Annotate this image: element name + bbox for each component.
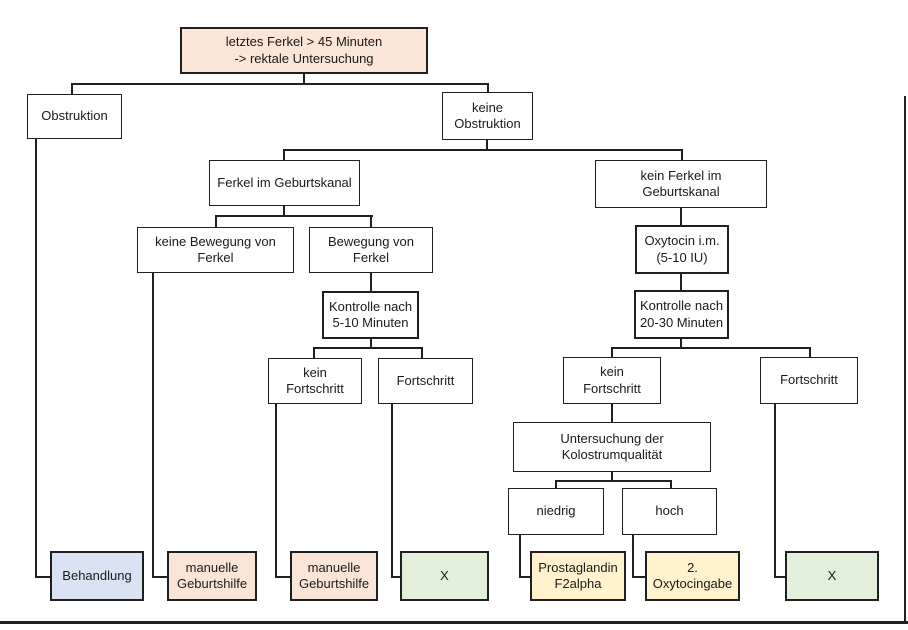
connector xyxy=(215,215,217,227)
connector xyxy=(313,347,423,349)
connector xyxy=(680,274,682,290)
node-x-rechts: X xyxy=(785,551,879,601)
node-oxytocin-im: Oxytocin i.m. (5-10 IU) xyxy=(635,225,729,274)
connector xyxy=(519,576,530,578)
connector xyxy=(670,480,672,488)
node-behandlung: Behandlung xyxy=(50,551,144,601)
connector xyxy=(632,576,645,578)
connector xyxy=(611,347,811,349)
connector xyxy=(809,347,811,357)
node-kontrolle-20-30-minuten: Kontrolle nach 20-30 Minuten xyxy=(634,290,729,339)
node-kontrolle-5-10-minuten: Kontrolle nach 5-10 Minuten xyxy=(322,291,419,339)
node-letztes-ferkel-root: letztes Ferkel > 45 Minuten -> rektale U… xyxy=(180,27,428,74)
connector xyxy=(611,472,613,482)
connector xyxy=(71,83,73,94)
connector xyxy=(486,140,488,151)
connector xyxy=(152,576,167,578)
connector xyxy=(283,149,285,160)
node-manuelle-geburtshilfe-1: manuelle Geburtshilfe xyxy=(167,551,257,601)
connector xyxy=(611,404,613,422)
node-keine-bewegung-von-ferkel: keine Bewegung von Ferkel xyxy=(137,227,294,273)
connector xyxy=(487,83,489,92)
node-untersuchung-kolostrumqualitaet: Untersuchung der Kolostrumqualität xyxy=(513,422,711,472)
connector xyxy=(774,576,785,578)
connector xyxy=(313,347,315,358)
connector xyxy=(283,206,285,217)
connector xyxy=(555,480,672,482)
node-fortschritt-rechts: Fortschritt xyxy=(760,357,858,404)
node-hoch: hoch xyxy=(622,488,717,535)
connector xyxy=(391,576,400,578)
node-kein-ferkel-im-geburtskanal: kein Ferkel im Geburtskanal xyxy=(595,160,767,208)
connector xyxy=(303,73,305,85)
connector xyxy=(35,139,37,578)
connector xyxy=(152,273,154,578)
node-obstruktion: Obstruktion xyxy=(27,94,122,139)
node-zweite-oxytocingabe: 2. Oxytocingabe xyxy=(645,551,740,601)
node-kein-fortschritt-links: kein Fortschritt xyxy=(268,358,362,404)
connector xyxy=(681,149,683,160)
connector xyxy=(632,535,634,578)
node-niedrig: niedrig xyxy=(508,488,604,535)
connector xyxy=(215,215,373,217)
connector xyxy=(680,339,682,349)
node-bewegung-von-ferkel: Bewegung von Ferkel xyxy=(309,227,433,273)
page-border-right xyxy=(904,96,906,624)
connector xyxy=(370,273,372,291)
connector xyxy=(774,404,776,578)
connector xyxy=(275,576,290,578)
node-fortschritt-links: Fortschritt xyxy=(378,358,473,404)
connector xyxy=(421,347,423,358)
connector xyxy=(555,480,557,488)
connector xyxy=(35,576,50,578)
page-border-bottom xyxy=(0,621,908,624)
node-keine-obstruktion: keine Obstruktion xyxy=(442,92,533,140)
connector xyxy=(519,535,521,578)
connector xyxy=(391,404,393,578)
connector xyxy=(283,149,683,151)
connector xyxy=(275,404,277,578)
connector xyxy=(370,339,372,349)
node-manuelle-geburtshilfe-2: manuelle Geburtshilfe xyxy=(290,551,378,601)
connector xyxy=(370,215,372,227)
connector xyxy=(680,208,682,225)
connector xyxy=(611,347,613,357)
connector xyxy=(71,83,489,85)
node-ferkel-im-geburtskanal: Ferkel im Geburtskanal xyxy=(209,160,360,206)
node-kein-fortschritt-rechts: kein Fortschritt xyxy=(563,357,661,404)
node-prostaglandin-f2alpha: Prostaglandin F2alpha xyxy=(530,551,626,601)
node-x-links: X xyxy=(400,551,489,601)
